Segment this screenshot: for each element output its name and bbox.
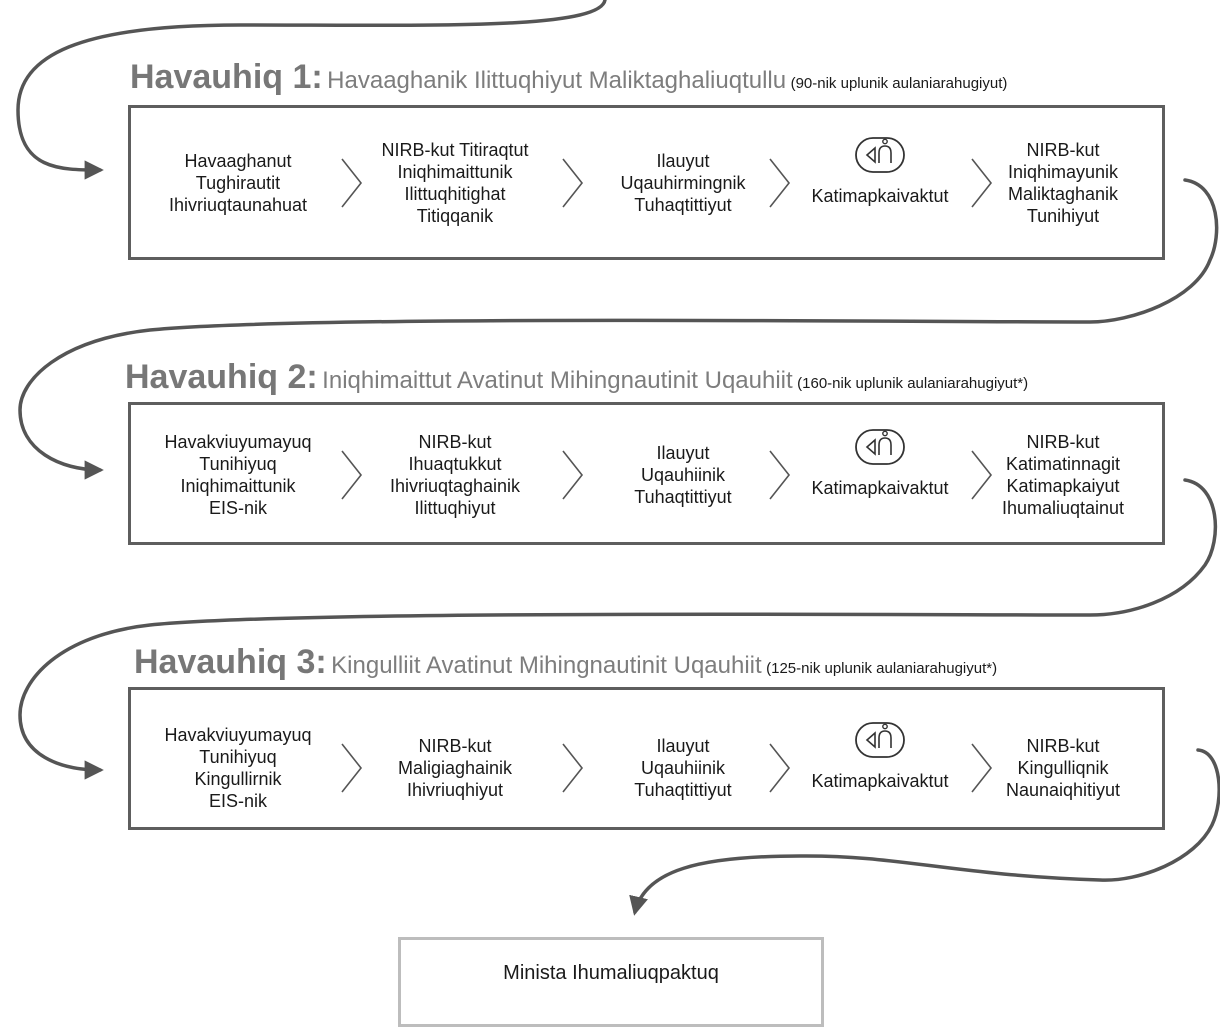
chevron-right-icon bbox=[971, 743, 993, 793]
step-text-line: Tuhaqtittiyut bbox=[634, 195, 732, 215]
step-text-line: Tunihiyuq bbox=[199, 747, 277, 767]
step-text-line: Ilauyut bbox=[656, 151, 710, 171]
step-text-line: Maligiaghainik bbox=[397, 758, 513, 778]
chevron-right-icon bbox=[562, 743, 584, 793]
step-text-line: Iniqhimayunik bbox=[1007, 162, 1119, 182]
phase-2-name: Iniqhimaittut Avatinut Mihingnautinit Uq… bbox=[322, 367, 793, 394]
step-text-line: Havakviuyumayuq bbox=[164, 432, 312, 452]
step-text-line: Havaaghanut bbox=[184, 151, 292, 171]
chevron-right-icon bbox=[971, 158, 993, 208]
step-text-line: Ihuaqtukkut bbox=[408, 454, 502, 474]
step-text-line: Naunaiqhitiyut bbox=[1005, 780, 1121, 800]
phase-1-label: Havauhiq 1: bbox=[130, 58, 323, 96]
connector-phase1-to-phase2 bbox=[18, 178, 1219, 480]
step-text-line: Ihumaliuqtainut bbox=[1001, 498, 1125, 518]
phase-2-title: Havauhiq 2: Iniqhimaittut Avatinut Mihin… bbox=[125, 360, 1028, 394]
chevron-right-icon bbox=[562, 158, 584, 208]
chevron-right-icon bbox=[562, 450, 584, 500]
phase-1-box bbox=[128, 105, 1165, 260]
step-text-line: Uqauhiinik bbox=[640, 758, 726, 778]
step-text-line: Maliktaghanik bbox=[1007, 184, 1119, 204]
chevron-right-icon bbox=[971, 450, 993, 500]
phase-3-name: Kingulliit Avatinut Mihingnautinit Uqauh… bbox=[331, 652, 762, 679]
step-text-line: EIS-nik bbox=[208, 791, 268, 811]
step-text-line: Ihivriuqtaghainik bbox=[389, 476, 521, 496]
phase-3-label: Havauhiq 3: bbox=[134, 643, 327, 681]
step-text-line: Tughirautit bbox=[195, 173, 281, 193]
chevron-right-icon bbox=[769, 743, 791, 793]
step-text-line: Uqauhiinik bbox=[640, 465, 726, 485]
phase-3-title: Havauhiq 3: Kingulliit Avatinut Mihingna… bbox=[134, 645, 997, 679]
final-decision-box: Minista Ihumaliuqpaktuq bbox=[398, 937, 824, 1027]
step-text-line: EIS-nik bbox=[208, 498, 268, 518]
phase-2-duration: (160-nik uplunik aulaniarahugiyut*) bbox=[797, 375, 1029, 392]
chevron-right-icon bbox=[341, 158, 363, 208]
phase-1-name: Havaaghanik Ilittuqhiyut Maliktaghaliuqt… bbox=[327, 67, 787, 94]
step-text-line: Havakviuyumayuq bbox=[164, 725, 312, 745]
step-text-line: Titiqqanik bbox=[416, 206, 494, 226]
step-text-line: Katimatinnagit bbox=[1005, 454, 1121, 474]
phase-1-community-meeting-step-label: Katimapkaivaktut bbox=[811, 186, 949, 206]
community-meeting-icon bbox=[855, 137, 905, 173]
step-text-line: Ilauyut bbox=[656, 736, 710, 756]
step-text-line: NIRB-kut bbox=[418, 432, 492, 452]
phase-2-community-meeting-step-label: Katimapkaivaktut bbox=[811, 478, 949, 498]
step-text-line: Iniqhimaittunik bbox=[397, 162, 513, 182]
step-text-line: Katimapkaiyut bbox=[1006, 476, 1120, 496]
step-text-line: Tunihiyut bbox=[1026, 206, 1100, 226]
step-text-line: NIRB-kut bbox=[1026, 736, 1100, 756]
final-decision-label: Minista Ihumaliuqpaktuq bbox=[503, 962, 719, 984]
step-text-line: Tuhaqtittiyut bbox=[634, 487, 732, 507]
step-text-line: Tuhaqtittiyut bbox=[634, 780, 732, 800]
community-meeting-icon bbox=[855, 429, 905, 465]
step-text-line: NIRB-kut bbox=[1026, 432, 1100, 452]
step-text-line: Tunihiyuq bbox=[199, 454, 277, 474]
phase-3-duration: (125-nik uplunik aulaniarahugiyut*) bbox=[766, 660, 998, 677]
phase-2-label: Havauhiq 2: bbox=[125, 358, 318, 396]
step-text-line: NIRB-kut bbox=[1026, 140, 1100, 160]
connector-phase2-to-phase3 bbox=[18, 478, 1218, 780]
phase-1-title: Havauhiq 1: Havaaghanik Ilittuqhiyut Mal… bbox=[130, 60, 1007, 94]
chevron-right-icon bbox=[341, 743, 363, 793]
flow-connectors bbox=[16, 0, 1220, 916]
chevron-right-icon bbox=[341, 450, 363, 500]
step-text-line: Kingulliqnik bbox=[1017, 758, 1109, 778]
chevron-right-icon bbox=[769, 158, 791, 208]
step-text-line: Ilauyut bbox=[656, 443, 710, 463]
phase-2-box bbox=[128, 402, 1165, 545]
chevron-right-icon bbox=[769, 450, 791, 500]
phase-3-community-meeting-step-label: Katimapkaivaktut bbox=[811, 771, 949, 791]
connector-phase3-to-final bbox=[629, 748, 1220, 916]
step-text-line: Iniqhimaittunik bbox=[180, 476, 296, 496]
step-text-line: Ihivriuqhiyut bbox=[406, 780, 504, 800]
step-text-line: NIRB-kut bbox=[418, 736, 492, 756]
step-text-line: Ilittuqhiyut bbox=[414, 498, 496, 518]
phase-1-duration: (90-nik uplunik aulaniarahugiyut) bbox=[790, 75, 1008, 92]
step-text-line: NIRB-kut Titiraqtut bbox=[381, 140, 529, 160]
step-text-line: Ilittuqhitighat bbox=[404, 184, 506, 204]
step-text-line: Ihivriuqtaunahuat bbox=[168, 195, 308, 215]
phase-3-box bbox=[128, 687, 1165, 830]
step-text-line: Uqauhirmingnik bbox=[620, 173, 746, 193]
connector-start bbox=[16, 0, 607, 180]
community-meeting-icon bbox=[855, 722, 905, 758]
step-text-line: Kingullirnik bbox=[194, 769, 282, 789]
